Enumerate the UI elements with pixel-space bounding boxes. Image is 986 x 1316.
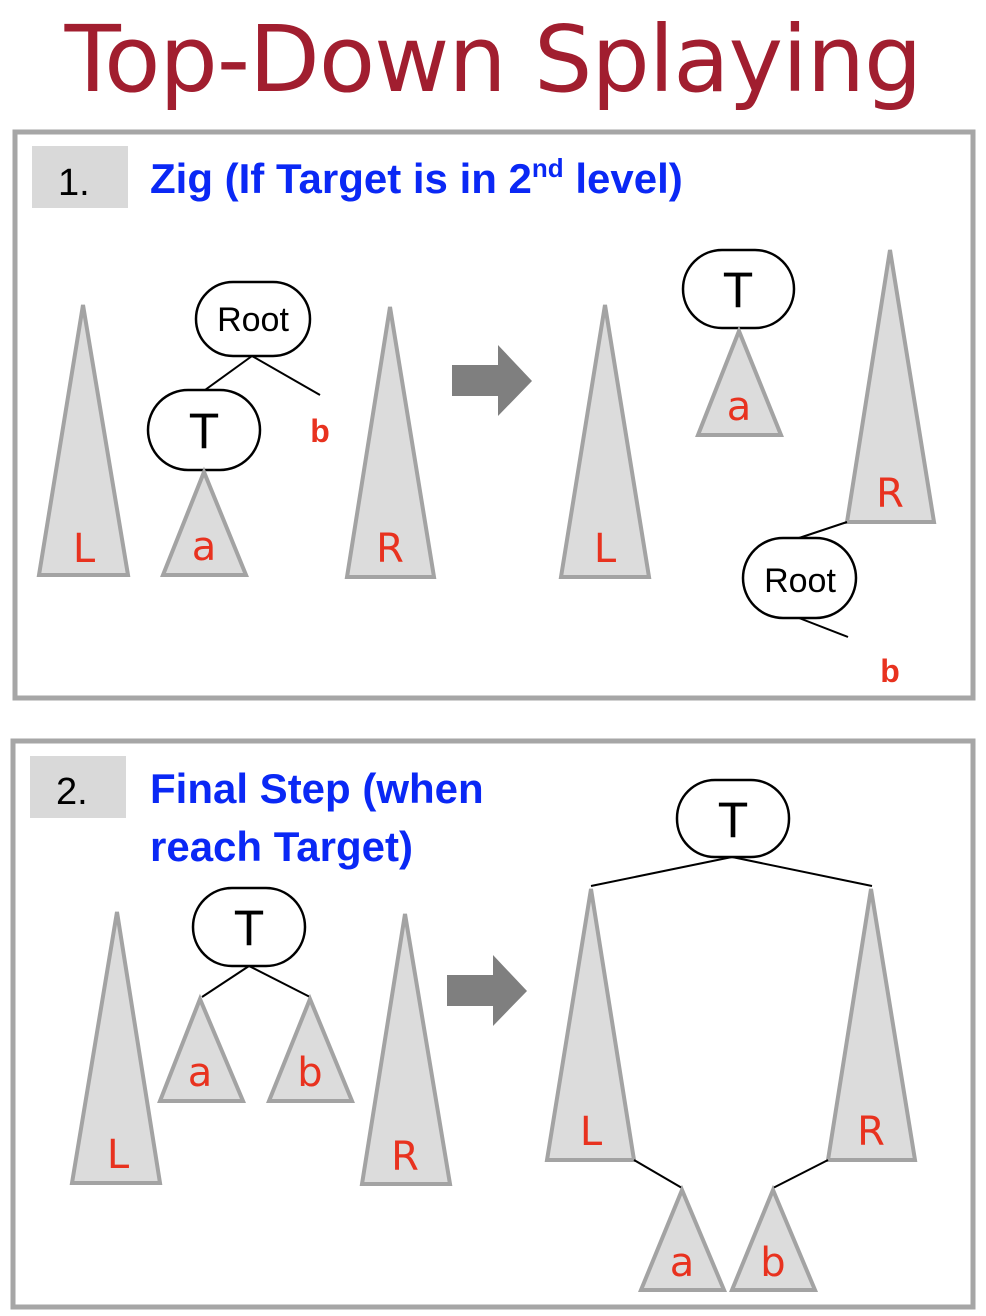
step-1-number-box bbox=[32, 146, 128, 208]
root-node bbox=[741, 536, 858, 620]
step-2-number: 2. bbox=[56, 771, 88, 813]
subtree-a bbox=[695, 325, 784, 437]
right-subtree-label: R bbox=[876, 471, 904, 517]
step-2-panel: 2. Final Step (when reach Target) L T a … bbox=[10, 738, 976, 1310]
left-subtree bbox=[69, 911, 163, 1185]
right-subtree bbox=[359, 913, 453, 1186]
edge-root-b bbox=[251, 355, 321, 396]
right-subtree bbox=[844, 249, 937, 524]
target-node-label: T bbox=[718, 792, 749, 848]
subtree-b bbox=[729, 1184, 819, 1292]
step-2-number-box bbox=[30, 756, 126, 818]
subtree-b-label: b bbox=[297, 1050, 322, 1096]
target-node bbox=[191, 886, 307, 968]
subtree-b-label: b bbox=[880, 653, 900, 689]
left-subtree-label: L bbox=[73, 526, 96, 572]
subtree-a-label: a bbox=[670, 1240, 695, 1286]
right-subtree bbox=[344, 306, 437, 579]
edge-target-right bbox=[731, 856, 873, 887]
edge-target-a bbox=[201, 965, 250, 998]
root-node-label: Root bbox=[764, 562, 836, 600]
right-arrow-icon bbox=[452, 345, 532, 416]
root-node-label: Root bbox=[217, 301, 289, 339]
subtree-b bbox=[266, 993, 355, 1103]
subtree-b-label: b bbox=[310, 413, 330, 449]
subtree-a bbox=[160, 466, 249, 577]
target-node bbox=[675, 778, 791, 859]
right-subtree-label: R bbox=[857, 1109, 885, 1155]
target-node-label: T bbox=[234, 900, 265, 956]
edge-root-b bbox=[798, 617, 849, 638]
target-node-label: T bbox=[189, 403, 220, 459]
step-1-heading: Zig (If Target is in 2nd level) bbox=[150, 153, 683, 202]
left-subtree bbox=[558, 304, 652, 579]
step-2-after: T L R a b bbox=[544, 778, 918, 1292]
subtree-a-label: a bbox=[727, 384, 752, 430]
step-2-heading-line1: Final Step (when bbox=[150, 765, 484, 812]
subtree-b-label: b bbox=[760, 1240, 785, 1286]
step-1-number: 1. bbox=[58, 162, 90, 204]
left-subtree-label: L bbox=[580, 1109, 603, 1155]
right-arrow-icon bbox=[447, 955, 527, 1026]
edge-right-root bbox=[798, 521, 848, 539]
left-subtree-label: L bbox=[107, 1132, 130, 1178]
page-title: Top-Down Splaying bbox=[64, 6, 923, 113]
step-1-after: L T a R Root b bbox=[558, 248, 937, 689]
left-subtree bbox=[544, 888, 637, 1162]
step-1-heading-sup: nd bbox=[532, 153, 564, 183]
step-1-panel: 1. Zig (If Target is in 2nd level) L Roo… bbox=[12, 129, 976, 701]
edge-left-a bbox=[633, 1159, 683, 1189]
step-1-heading-main: Zig (If Target is in 2 bbox=[150, 155, 532, 202]
subtree-a-label: a bbox=[192, 524, 217, 570]
subtree-a-label: a bbox=[188, 1050, 213, 1096]
target-node-label: T bbox=[723, 262, 754, 318]
right-subtree bbox=[825, 888, 918, 1162]
right-subtree-label: R bbox=[391, 1134, 419, 1180]
root-node bbox=[194, 280, 312, 358]
edge-target-left bbox=[590, 856, 733, 887]
right-subtree-label: R bbox=[376, 526, 404, 572]
step-1-heading-tail: level) bbox=[564, 155, 683, 202]
edge-root-target bbox=[204, 355, 253, 391]
step-2-before: L T a b R bbox=[69, 886, 453, 1186]
subtree-a bbox=[638, 1184, 728, 1292]
step-1-before: L Root b T a R bbox=[36, 280, 437, 579]
subtree-a bbox=[157, 993, 247, 1103]
left-subtree bbox=[36, 304, 131, 577]
step-2-heading-line2: reach Target) bbox=[150, 823, 413, 870]
edge-target-b bbox=[248, 965, 311, 998]
left-subtree-label: L bbox=[594, 526, 617, 572]
edge-right-b bbox=[772, 1159, 829, 1189]
